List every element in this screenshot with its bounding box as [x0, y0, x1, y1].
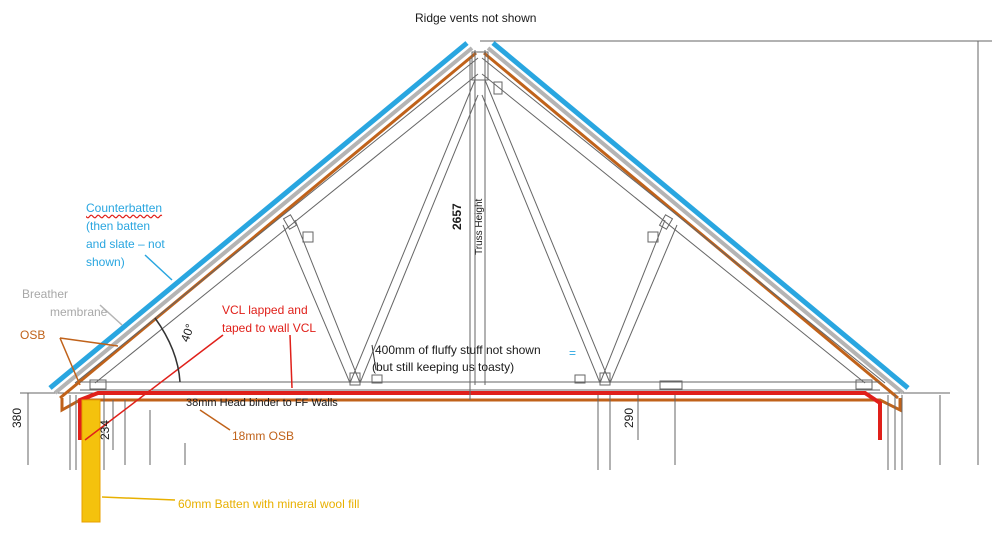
breather-label-2: membrane	[50, 305, 108, 319]
vcl-ceiling	[78, 391, 882, 440]
osb-leader-1	[59, 337, 119, 347]
truss-height-label: Truss Height	[474, 198, 485, 255]
counterbatten-label-4: shown)	[86, 255, 125, 269]
counterbatten-right	[491, 41, 910, 390]
head-binder-label: 38mm Head binder to FF Walls	[186, 397, 338, 409]
breather-left	[53, 46, 474, 395]
fluffy-label-1: 400mm of fluffy stuff not shown	[375, 343, 541, 357]
counterbatten-label-3: and slate – not	[86, 237, 165, 251]
web-left-inner-a	[349, 79, 476, 384]
vcl-label-2: taped to wall VCL	[222, 321, 317, 335]
top-chord-right	[481, 57, 886, 384]
web-plate-left-low	[349, 372, 361, 386]
web-right-outer-b	[599, 219, 666, 384]
dim-380-label: 380	[10, 407, 24, 428]
osb18-leader	[199, 409, 231, 431]
web-left-inner-b	[359, 94, 479, 384]
web-plate-left-mid	[302, 231, 314, 243]
bottom-chord-plate-x2	[574, 374, 586, 384]
breather-leader	[99, 304, 123, 326]
ridge-note: Ridge vents not shown	[415, 11, 537, 25]
vcl-label-1: VCL lapped and	[222, 303, 308, 317]
batten-leader	[101, 496, 176, 501]
top-chord-left	[74, 57, 479, 384]
dim-290-label: 290	[622, 407, 636, 428]
osb-left	[59, 51, 477, 400]
top-chord-right-inner	[481, 73, 866, 384]
web-plate-right-upper	[658, 214, 674, 230]
pitch-arc	[154, 317, 181, 383]
osb-18-label: 18mm OSB	[232, 429, 295, 443]
top-chord-left-inner	[94, 73, 479, 384]
fluffy-label-2: (but still keeping us toasty)	[372, 360, 515, 374]
web-plate-right-low	[599, 372, 611, 386]
web-left-outer-b	[294, 219, 361, 384]
vcl-leader-1	[84, 334, 224, 441]
fluffy-marker	[371, 344, 377, 371]
osb-label: OSB	[20, 328, 46, 342]
bottom-chord-plate-x1	[371, 374, 383, 384]
osb-right	[483, 51, 899, 400]
apex-plate	[471, 51, 489, 81]
bottom-chord-plate-mid	[659, 380, 683, 390]
bottom-chord-plate-left	[89, 379, 107, 390]
counterbatten-label-2: (then batten	[86, 219, 151, 233]
osb-leader-2	[59, 337, 81, 386]
web-plate-right-mid	[647, 231, 659, 243]
counterbatten-left	[48, 41, 469, 390]
vcl-leader-2	[289, 334, 293, 389]
batten-60-label: 60mm Batten with mineral wool fill	[178, 497, 360, 511]
web-left-outer-a	[282, 224, 351, 384]
osb-ceiling	[60, 398, 902, 413]
web-plate-left-upper	[282, 214, 298, 230]
web-right-inner-b	[481, 94, 601, 384]
batten-mineral-wool	[81, 399, 101, 523]
bottom-chord-plate-right	[855, 379, 873, 390]
truss-height-value: 2657	[450, 203, 464, 230]
apex-web-plate	[493, 81, 503, 95]
breather-right	[486, 46, 905, 395]
breather-label-1: Breather	[22, 287, 69, 301]
equals-mark: =	[569, 346, 577, 360]
counterbatten-label: Counterbatten	[86, 201, 163, 215]
counterbatten-leader	[144, 254, 173, 281]
dim-234-label: 234	[98, 419, 112, 440]
web-right-outer-a	[609, 224, 678, 384]
web-right-inner-a	[484, 79, 611, 384]
